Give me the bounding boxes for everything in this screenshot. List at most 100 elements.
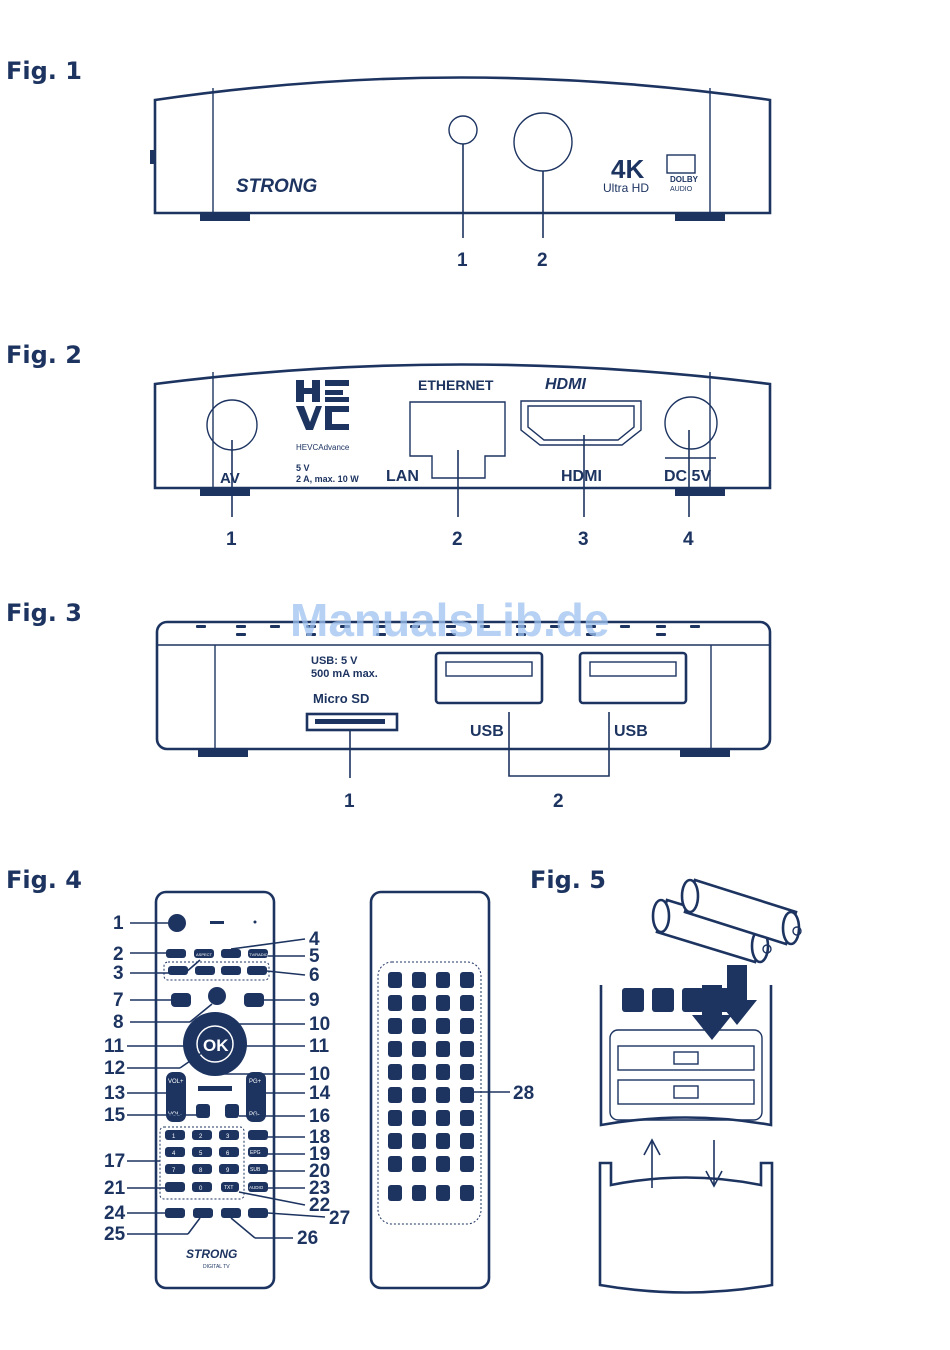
usb-spec-current: 500 mA max. <box>311 668 378 680</box>
volume-rocker <box>166 1072 186 1122</box>
hevc-logo-icon <box>296 380 349 430</box>
svg-text:9: 9 <box>309 990 320 1011</box>
fig1-title: Fig. 1 <box>6 57 82 85</box>
svg-text:4: 4 <box>309 929 320 950</box>
fig1-front-view: STRONG 4K Ultra HD DOLBY AUDIO <box>150 76 772 221</box>
key-tv-radio: TV/RADIO <box>249 952 268 957</box>
svg-text:8: 8 <box>199 1168 203 1174</box>
svg-text:23: 23 <box>309 1178 330 1199</box>
fig2-callout-2: 2 <box>452 529 463 550</box>
fig2-rear-view: AV HEVCAdvance 5 V 2 A, max. 10 W ETHERN… <box>153 363 772 496</box>
av-label: AV <box>220 470 240 487</box>
fig3-side-view: USB: 5 V 500 mA max. Micro SD USB USB <box>155 620 772 757</box>
badge-4k: 4K <box>611 154 644 184</box>
svg-text:2: 2 <box>113 944 124 965</box>
dc-5v-label: DC 5V <box>664 468 711 485</box>
battery-cover <box>598 1161 774 1294</box>
fig3-title: Fig. 3 <box>6 599 82 627</box>
dolby-logo-icon <box>666 154 696 174</box>
fig2-callout-1: 1 <box>226 529 237 550</box>
fig1-callout-1: 1 <box>457 250 468 271</box>
ventilation-slots <box>196 625 700 636</box>
microsd-label: Micro SD <box>313 691 369 706</box>
svg-text:11: 11 <box>104 1036 125 1057</box>
fig2-callout-4: 4 <box>683 529 694 550</box>
key-txt: TXT <box>224 1185 233 1191</box>
svg-text:1: 1 <box>172 1134 176 1140</box>
ok-button-label: OK <box>203 1036 229 1055</box>
usb-spec-voltage: USB: 5 V <box>311 655 358 667</box>
svg-text:5: 5 <box>309 946 320 967</box>
battery-icon <box>651 878 802 964</box>
remote-brand-logo: STRONG <box>186 1247 237 1261</box>
svg-text:6: 6 <box>226 1151 230 1157</box>
open-arrow-icon <box>643 1138 661 1156</box>
svg-text:25: 25 <box>104 1224 126 1245</box>
svg-text:7: 7 <box>113 990 124 1011</box>
svg-text:8: 8 <box>113 1012 124 1033</box>
key-epg: EPG <box>250 1150 261 1156</box>
power-button-icon <box>168 914 186 932</box>
fig4-right-callouts: 4 5 6 9 10 10 11 14 16 18 19 20 23 22 27… <box>215 929 350 1249</box>
fig1-callout-2: 2 <box>537 250 548 271</box>
fig3-callout-2: 2 <box>553 791 564 812</box>
svg-text:27: 27 <box>329 1208 350 1229</box>
remote-front: ASPECT TV/RADIO OK VOL+ VOL- PG+ PG- 1 2 <box>154 890 276 1290</box>
svg-text:18: 18 <box>309 1127 330 1148</box>
fig4-callout-28: 28 <box>513 1083 534 1104</box>
battery-slot-bottom <box>617 1079 755 1105</box>
insert-arrow-icon <box>692 985 732 1040</box>
hdmi-label: HDMI <box>561 468 602 485</box>
svg-text:19: 19 <box>309 1144 330 1165</box>
close-arrow-icon <box>705 1170 723 1188</box>
fig2-title: Fig. 2 <box>6 341 82 369</box>
svg-text:21: 21 <box>104 1178 126 1199</box>
svg-text:24: 24 <box>104 1203 126 1224</box>
number-keypad: 1 2 3 4 5 6 7 8 9 0 <box>165 1130 239 1192</box>
svg-text:17: 17 <box>104 1151 125 1172</box>
svg-text:0: 0 <box>199 1186 203 1192</box>
watermark: ManualsLib.de <box>290 594 609 646</box>
svg-text:26: 26 <box>297 1228 318 1249</box>
dc-power-port <box>664 396 718 450</box>
usb-left-label: USB <box>470 723 504 740</box>
hdmi-logo: HDMI <box>545 376 586 393</box>
lan-label: LAN <box>386 468 419 485</box>
badge-dolby: DOLBY <box>670 175 699 184</box>
svg-text:12: 12 <box>104 1058 125 1079</box>
hevc-advance-label: HEVCAdvance <box>296 443 350 452</box>
svg-text:10: 10 <box>309 1014 330 1035</box>
front-brand-logo: STRONG <box>236 176 318 197</box>
svg-text:5: 5 <box>199 1151 203 1157</box>
svg-text:11: 11 <box>309 1036 330 1057</box>
remote-sub-label: DIGITAL TV <box>203 1264 230 1270</box>
key-vol-plus: VOL+ <box>168 1079 184 1085</box>
svg-text:16: 16 <box>309 1106 330 1127</box>
svg-text:3: 3 <box>113 963 124 984</box>
svg-text:13: 13 <box>104 1083 125 1104</box>
remote-keyboard-side <box>369 890 491 1290</box>
key-sub: SUB <box>250 1167 261 1173</box>
key-pg-minus: PG- <box>249 1112 260 1118</box>
svg-text:15: 15 <box>104 1105 126 1126</box>
fig2-callout-3: 3 <box>578 529 589 550</box>
svg-text:7: 7 <box>172 1168 176 1174</box>
power-spec-voltage: 5 V <box>296 463 310 473</box>
fig4-left-callouts: 1 2 3 7 8 11 12 13 15 17 21 24 25 <box>104 913 213 1245</box>
fig4-title: Fig. 4 <box>6 866 82 894</box>
hdmi-port <box>520 400 642 446</box>
ethernet-label: ETHERNET <box>418 377 494 393</box>
key-pg-plus: PG+ <box>249 1079 262 1085</box>
qwerty-keyboard <box>388 972 474 1201</box>
key-aspect: ASPECT <box>196 952 213 957</box>
lan-port <box>409 401 506 479</box>
svg-text:6: 6 <box>309 965 320 986</box>
badge-audio: AUDIO <box>670 186 693 193</box>
key-audio: AUDIO <box>249 1185 264 1190</box>
svg-text:1: 1 <box>113 913 124 934</box>
usb-right-label: USB <box>614 723 648 740</box>
usb-port-right <box>578 651 688 705</box>
badge-ultra-hd: Ultra HD <box>603 181 649 195</box>
svg-text:20: 20 <box>309 1161 330 1182</box>
